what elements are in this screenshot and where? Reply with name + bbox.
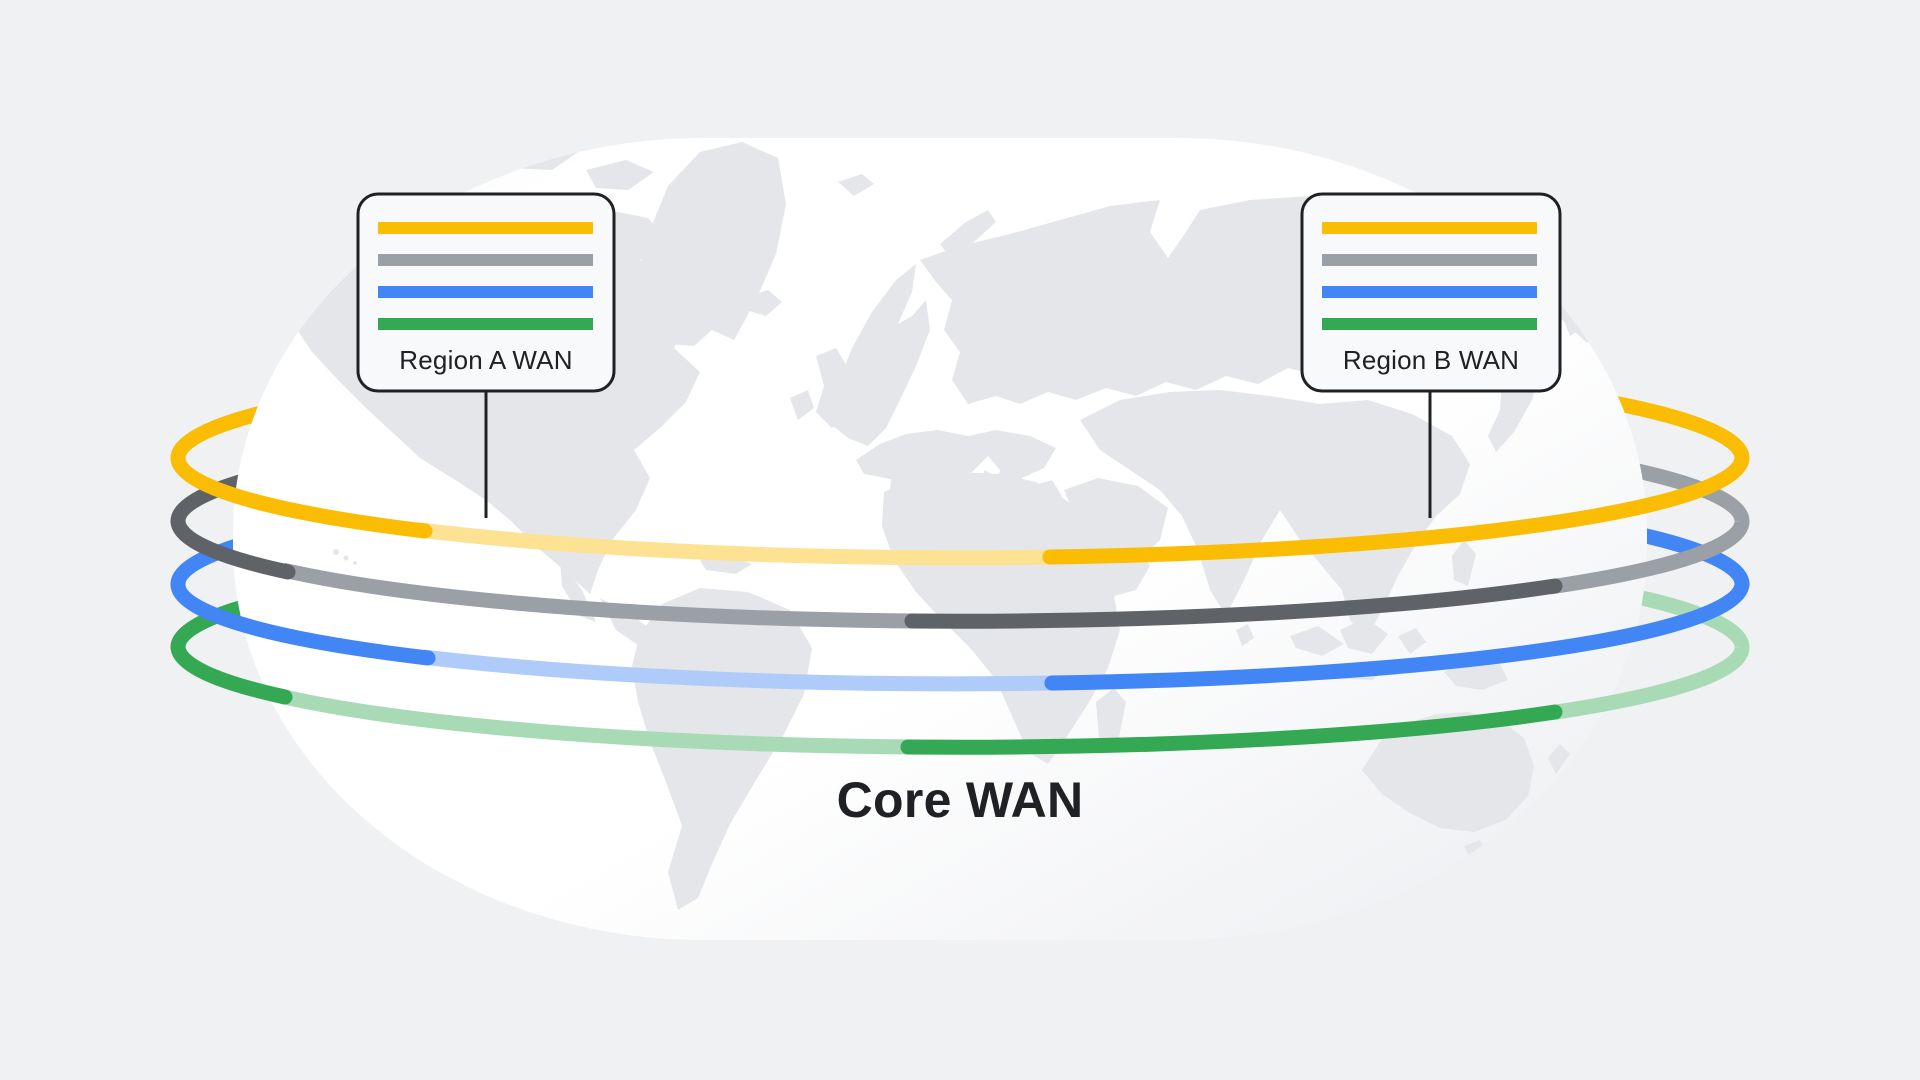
yellow-ring-bottom-solid-right-segment [1042, 450, 1750, 565]
region-b-bar-yellow [1322, 222, 1537, 234]
blue-ring-bottom-solid-left-segment [170, 576, 436, 666]
green-ring-bottom-light-left-segment [278, 688, 914, 755]
continent-australia [1362, 712, 1534, 862]
core-wan-title: Core WAN [837, 772, 1084, 828]
new-zealand [1548, 744, 1570, 774]
yellow-ring-bottom-solid-left-segment [170, 450, 433, 539]
scandinavia [826, 174, 930, 446]
blue-ring-bottom-solid-right-segment [1044, 576, 1750, 691]
green-ring-bottom-light-right-segment [1548, 646, 1750, 721]
yellow-ring-bottom-light-segment [419, 522, 1056, 566]
greenland [636, 142, 786, 346]
region-b-label: Region B WAN [1343, 345, 1519, 375]
gray-ring-bottom-dark-left-segment [170, 513, 296, 580]
iceland [744, 290, 782, 316]
continent-south-asia [1080, 390, 1470, 640]
region-a-label: Region A WAN [399, 345, 572, 375]
region-b-card: Region B WAN [1300, 192, 1562, 393]
green-ring-bottom-solid-left-segment [170, 639, 293, 705]
hawaii-islands [343, 555, 349, 561]
region-b-bar-gray [1322, 254, 1537, 266]
ring-bottom-arcs [170, 450, 1750, 755]
region-a-bar-green [378, 318, 593, 330]
indonesia [1290, 618, 1426, 680]
hawaii-islands [333, 549, 339, 555]
gray-ring-bottom-light-left-segment [281, 562, 918, 629]
region-b-bar-blue [1322, 286, 1537, 298]
madagascar [1096, 688, 1126, 750]
region-a-bar-yellow [378, 222, 593, 234]
gray-ring-bottom-dark-mid-segment [904, 578, 1563, 629]
novaya-zemlya [940, 210, 996, 258]
philippines [1452, 540, 1476, 586]
hawaii-islands [353, 561, 357, 565]
green-ring-bottom-solid-mid-segment [900, 704, 1563, 755]
region-a-card: Region A WAN [356, 192, 616, 393]
region-a-bar-blue [378, 286, 593, 298]
region-b-bar-green [1322, 318, 1537, 330]
blue-ring-bottom-light-segment [422, 649, 1058, 692]
arabian-peninsula [1064, 478, 1168, 568]
gray-ring-bottom-light-right-segment [1548, 520, 1750, 595]
region-a-bar-gray [378, 254, 593, 266]
sri-lanka [1236, 624, 1254, 646]
